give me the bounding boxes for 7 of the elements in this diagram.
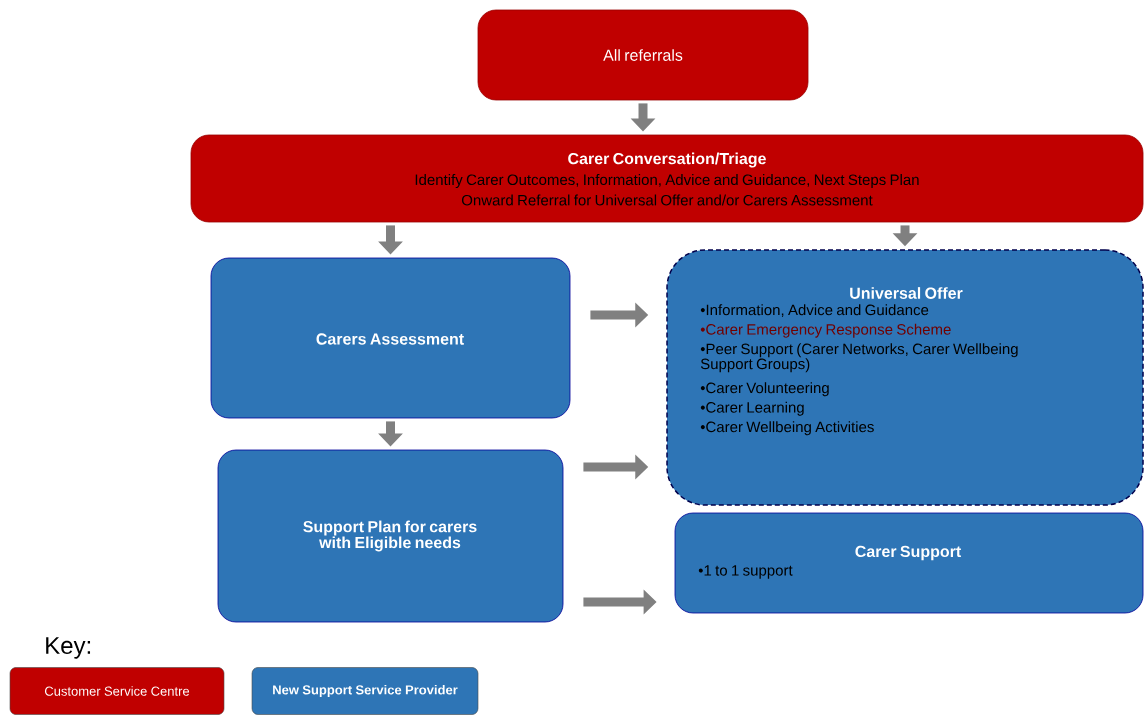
process-box: Support Plan for carers with Eligible needs <box>217 449 564 623</box>
key-heading: Key: <box>46 637 90 659</box>
offer-box: Universal Offer •Information, Advice and Guidance •Carer Emergency Response Scheme •Peer Support (Carer Networks, Carer Wellbeing Support Groups) •Carer Volunteering •Carer Learning •Carer Wellbeing Activities <box>666 249 1144 506</box>
process-box: All referrals <box>477 9 809 101</box>
process-box: Carers Assessment <box>210 257 571 419</box>
process-box: Carer Support •1 to 1 support <box>674 512 1144 614</box>
process-box: Carer Conversation/Triage Identify Carer Outcomes, Information, Advice and Guidance, Next Steps Plan Onward Referral for Universal Offer and/or Carers Assessment <box>190 134 1144 223</box>
